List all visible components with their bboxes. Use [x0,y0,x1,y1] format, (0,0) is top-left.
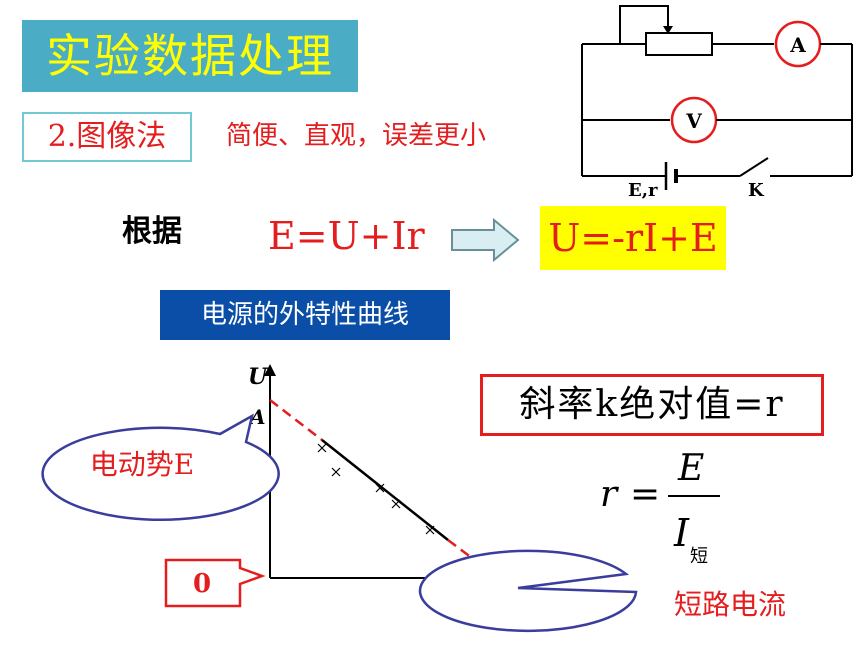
right-arrow-icon [451,218,520,262]
fitted-line [321,439,449,541]
method-label: 2.图像法 [22,112,192,162]
formula-equals: = [630,474,660,515]
data-points [317,443,435,535]
formula-subscript: 短 [690,546,708,567]
voltmeter-label: V [685,109,702,133]
short-circuit-callout-label: 短路电流 [674,588,786,621]
point-a-label: A [248,405,266,429]
switch-label: K [748,180,765,200]
circuit-diagram: A V E,r K [581,5,853,200]
slope-box: 斜率k绝对值=r [480,374,824,436]
equation-1: E=U+Ir [268,214,425,258]
formula-denominator: I [673,511,690,555]
method-description: 简便、直观，误差更小 [226,121,487,151]
y-axis-label: U [248,364,269,390]
equation-2: U=-rI+E [540,206,726,270]
source-label: E,r [628,180,658,200]
data-point [331,467,341,477]
emf-callout-label: 电动势E [90,448,194,481]
emf-callout [41,413,280,521]
ammeter-label: A [789,33,806,57]
short-circuit-callout [418,549,638,633]
formula-numerator: E [677,448,704,489]
zero-callout-label: 0 [193,569,211,599]
u-i-graph: U I A B 电动势E 0 短路电流 r = E I 短 [41,364,786,633]
page-title: 实验数据处理 [22,20,358,92]
data-point [391,499,401,509]
data-point [375,483,385,493]
zero-callout [164,558,266,608]
basis-label: 根据 [122,214,182,249]
curve-label: 电源的外特性曲线 [160,290,450,340]
extension-line-a [269,399,323,441]
data-point [425,525,435,535]
data-point [317,443,327,453]
formula-lhs: r [600,474,619,515]
rheostat [645,32,713,56]
